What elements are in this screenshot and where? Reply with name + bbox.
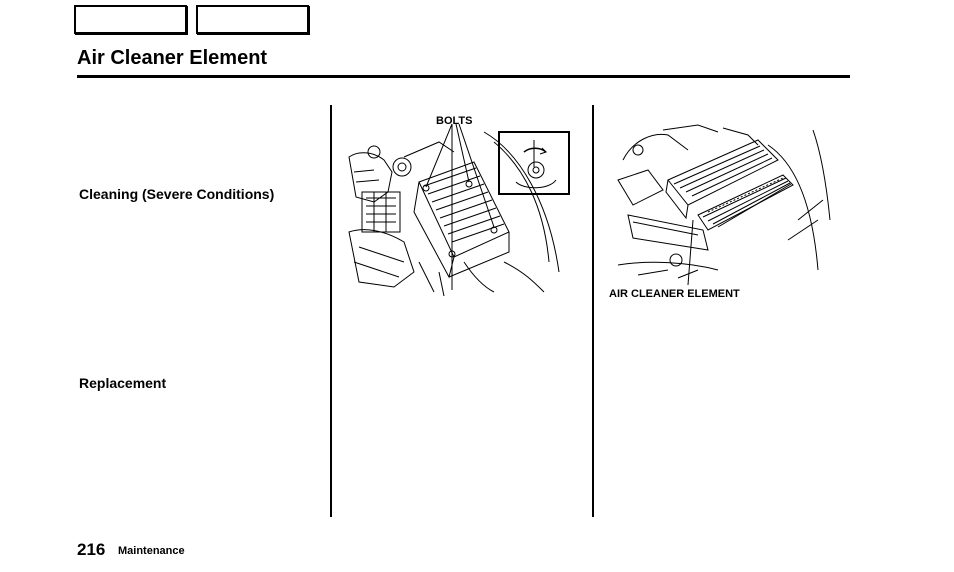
page-title: Air Cleaner Element xyxy=(77,47,268,69)
heading-cleaning: Cleaning (Severe Conditions) xyxy=(79,186,275,202)
heading-replacement: Replacement xyxy=(79,375,167,391)
figure-air-cleaner-element-illustration xyxy=(617,124,831,285)
page-number: 216 xyxy=(77,540,106,559)
column-divider-left xyxy=(330,105,332,517)
section-name: Maintenance xyxy=(118,545,185,557)
nav-button-prev[interactable] xyxy=(74,5,187,34)
column-divider-right xyxy=(592,105,594,517)
callout-bolts: BOLTS xyxy=(436,115,473,127)
figure-bolts-illustration xyxy=(348,123,570,297)
title-rule xyxy=(77,75,850,78)
callout-air-cleaner-element: AIR CLEANER ELEMENT xyxy=(609,288,740,300)
nav-button-next[interactable] xyxy=(196,5,309,34)
